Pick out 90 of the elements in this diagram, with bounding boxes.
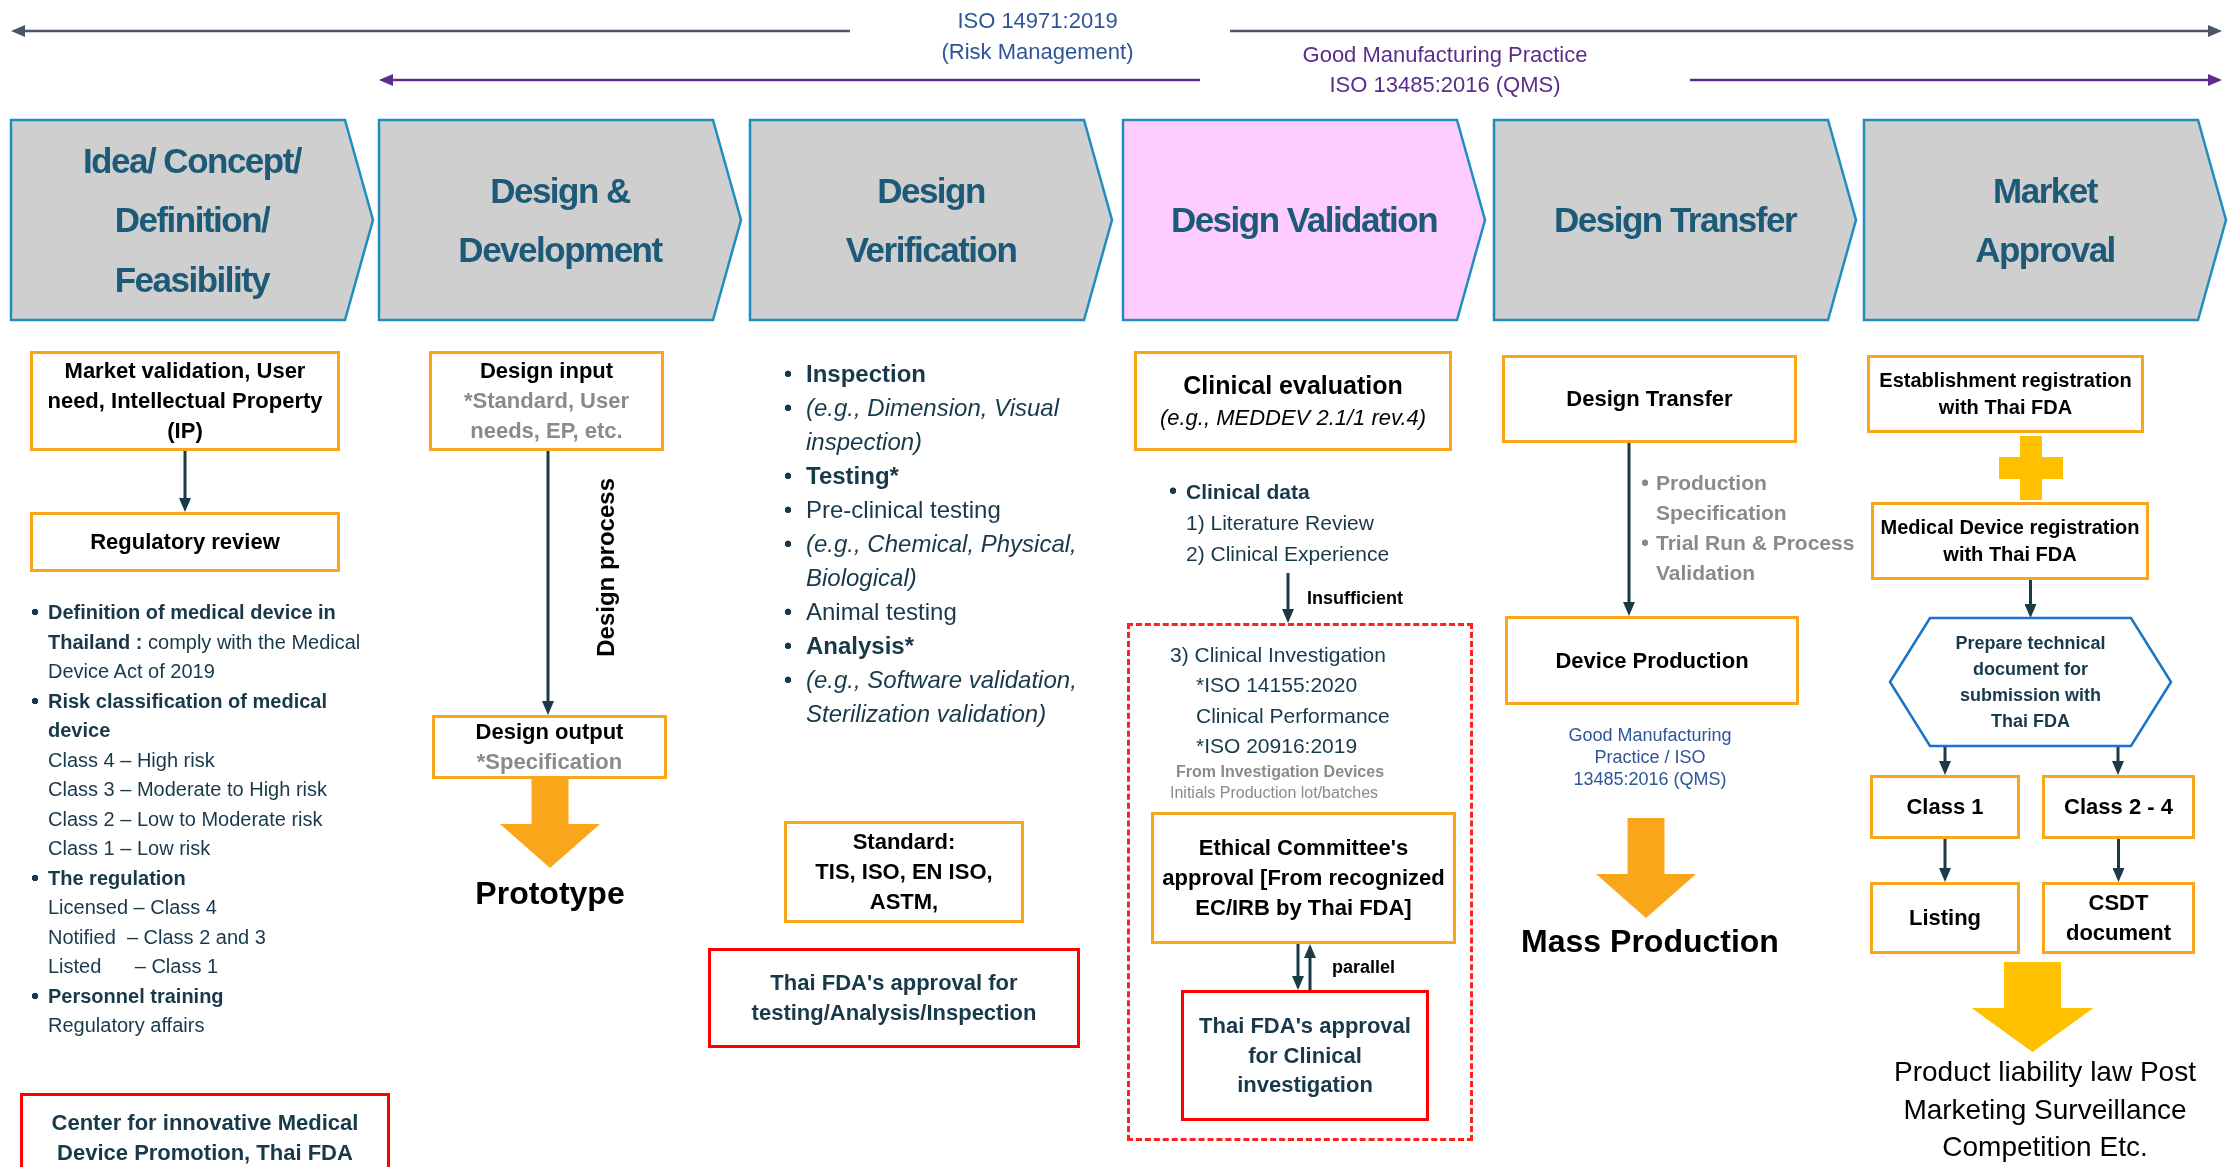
arrow xyxy=(542,451,554,715)
approval-box xyxy=(20,1093,390,1167)
box-subtext: From Investigation Devices xyxy=(1176,761,1385,782)
process-box xyxy=(432,715,667,779)
block-arrow xyxy=(1971,962,2094,1052)
box-text: Regulatory review xyxy=(90,528,280,557)
list-item: Licensed – Class 4 xyxy=(47,895,218,920)
process-box xyxy=(1151,812,1456,944)
box-text: Thai FDA's approval for testing/Analysis/Inspection xyxy=(750,969,1038,1027)
box-subtext: Clinical Performance xyxy=(1196,702,1390,729)
box-text: CSDT document xyxy=(2064,889,2173,947)
process-box xyxy=(1134,351,1452,451)
process-box xyxy=(1502,355,1797,443)
box-subtext: (e.g., MEDDEV 2.1/1 rev.4) xyxy=(1159,404,1427,433)
hexagon-box xyxy=(1890,618,2171,746)
box-text: Listing xyxy=(1908,904,1982,933)
process-box xyxy=(784,821,1024,923)
box-text: Class 2 - 4 xyxy=(2064,793,2173,822)
list-item: 2) Clinical Experience xyxy=(1185,541,1390,567)
step-title: Design Transfer xyxy=(1553,199,1796,242)
box-text: Design input xyxy=(479,357,614,386)
box-subtext: *ISO 20916:2019 xyxy=(1196,733,1358,760)
list-item: Listed – Class 1 xyxy=(47,954,220,979)
chevron-step xyxy=(379,120,741,320)
step-title: Design Verification xyxy=(844,169,1018,271)
process-box xyxy=(1505,616,1799,705)
block-arrow xyxy=(1596,818,1696,918)
list-item: Class 3 – Moderate to High risk xyxy=(47,777,328,802)
box-text: Ethical Committee's approval [From recognized EC/IRB by Thai FDA] xyxy=(1161,834,1446,922)
chevron-step xyxy=(1864,120,2226,320)
arrow xyxy=(1292,944,1304,990)
box-text: Design Transfer xyxy=(1566,385,1733,414)
block-arrow xyxy=(500,779,600,868)
arrow xyxy=(2112,839,2125,882)
approval-box xyxy=(1181,990,1429,1121)
process-box xyxy=(429,351,664,451)
box-text: Establishment registration with Thai FDA xyxy=(1878,367,2133,420)
box-text: Standard: xyxy=(852,828,956,857)
list-item: Regulatory affairs xyxy=(47,1013,206,1038)
box-text: Class 1 xyxy=(1906,793,1984,822)
list-item: Class 1 – Low risk xyxy=(47,836,212,861)
box-text: Device Production xyxy=(1555,646,1749,675)
box-text: Market validation, User need, Intellectual Property (IP) xyxy=(46,357,324,445)
arrow xyxy=(1939,746,1951,775)
list-item: 1) Literature Review xyxy=(1185,510,1374,536)
scope-label: Good Manufacturing Practice ISO 13485:2016 (QMS) xyxy=(1301,41,1589,99)
arrow xyxy=(1304,944,1316,990)
chevron-step xyxy=(11,120,373,320)
step-title: Market Approval xyxy=(1974,169,2116,271)
box-text: Medical Device registration with Thai FDA xyxy=(1879,514,2141,567)
list-item: Class 4 – High risk xyxy=(47,747,216,773)
chevron-step xyxy=(1123,120,1485,320)
result-heading: Mass Production xyxy=(1500,918,1800,964)
box-text: Prepare technical document for submission with Thai FDA xyxy=(1954,631,2107,734)
process-box xyxy=(1867,355,2144,433)
result-heading: Prototype xyxy=(440,868,660,918)
arrow xyxy=(2024,580,2037,618)
chevron-step xyxy=(750,120,1112,320)
list-item: Notified – Class 2 and 3 xyxy=(47,924,267,950)
arrow xyxy=(1939,839,1951,882)
arrow xyxy=(1282,573,1294,623)
process-box xyxy=(1871,502,2149,580)
list-item: Class 2 – Low to Moderate risk xyxy=(47,806,324,832)
box-subtext: *Standard, User needs, EP, etc. xyxy=(462,387,631,445)
process-box xyxy=(30,351,340,451)
box-text: Thai FDA's approval for Clinical investigation xyxy=(1198,1011,1412,1100)
chevron-step xyxy=(1494,120,1856,320)
box-subtext: *ISO 14155:2020 xyxy=(1196,672,1358,699)
note-text: Good Manufacturing Practice / ISO 13485:2016 (QMS) xyxy=(1567,724,1733,790)
process-box xyxy=(2042,775,2195,839)
box-text: Clinical evaluation xyxy=(1183,370,1403,402)
arrow xyxy=(179,451,191,512)
box-subtext: *Specification xyxy=(476,748,623,776)
box-subtext: TIS, ISO, EN ISO, ASTM, xyxy=(814,858,994,916)
process-box xyxy=(2042,882,2195,954)
process-box xyxy=(1870,775,2020,839)
step-title: Design & Development xyxy=(457,169,664,271)
scope-label: ISO 14971:2019 (Risk Management) xyxy=(940,7,1135,66)
step-title: Idea/ Concept/ Definition/ Feasibility xyxy=(81,139,303,301)
box-subtext: Initials Production lot/batches xyxy=(1170,782,1379,803)
outcome-text: Product liability law Post Marketing Surveillance Competition Etc. xyxy=(1870,1052,2220,1167)
box-text: Design output xyxy=(475,718,624,747)
box-text: Center for innovative Medical Device Promotion, Thai FDA xyxy=(50,1109,360,1167)
approval-box xyxy=(708,948,1080,1048)
step-title: Design Validation xyxy=(1170,199,1438,242)
process-box xyxy=(30,512,340,572)
box-text: 3) Clinical Investigation xyxy=(1170,642,1386,668)
arrow xyxy=(1623,443,1635,616)
arrow xyxy=(2112,746,2124,775)
process-box xyxy=(1870,882,2020,954)
